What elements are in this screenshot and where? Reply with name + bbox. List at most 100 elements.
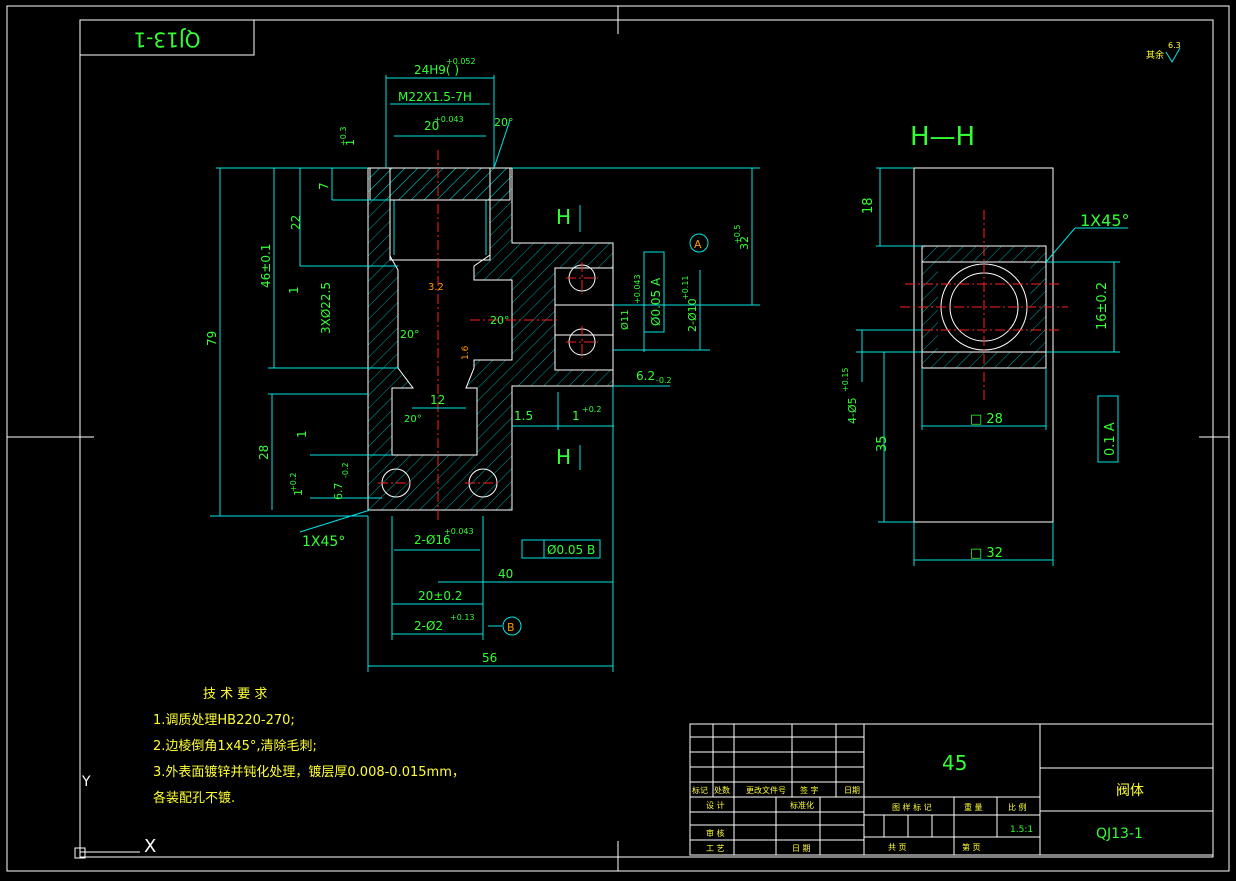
tb-lbl-ratio: 比 例	[1008, 802, 1027, 812]
tol-frame-a: Ø0.05 A	[649, 277, 663, 326]
dim-1-2-tol: +0.2	[289, 473, 298, 492]
dim-20deg-b: 20°	[490, 314, 510, 327]
ucs-y: Y	[81, 774, 91, 790]
dim-22: 22	[289, 215, 303, 230]
dim-1b: 1	[287, 286, 301, 294]
sec-dim-sq28: □ 28	[970, 412, 1003, 427]
tech-item-2: 2.边棱倒角1x45°,清除毛刺;	[153, 738, 317, 754]
tb-lbl-date2: 日 期	[792, 844, 811, 853]
tb-lbl-review: 审 核	[706, 828, 725, 838]
datum-b: B	[507, 621, 515, 634]
dim-1-3: 1	[572, 409, 580, 423]
dim-2phi10: 2-Ø10	[686, 298, 699, 332]
tb-lbl-process: 工 艺	[706, 844, 725, 853]
tolerance-frames	[502, 233, 1119, 636]
title-block: 45 阀体 QJ13-1 1.5:1 标记 处数 更改文件号 签 字 日期 设 …	[689, 723, 1214, 856]
dim-1x45: 1X45°	[302, 534, 345, 550]
section-title: H—H	[910, 122, 975, 152]
dim-20: 20	[424, 119, 439, 133]
tech-item-3: 3.外表面镀锌并钝化处理，镀层厚0.008-0.015mm，	[153, 764, 465, 780]
dim-20-02: 20±0.2	[418, 589, 462, 603]
dim-2phi10-tol: +0.11	[681, 275, 690, 300]
sec-tol-flat: 0.1 A	[1103, 422, 1118, 456]
section-texts: 18 1X45° 16±0.2 4-Ø5 +0.15 35 □ 28 □ 32 …	[841, 197, 1130, 561]
dim-28: 28	[257, 445, 271, 460]
dim-12: 12	[430, 393, 445, 407]
dim-40: 40	[498, 567, 513, 581]
dim-1-top: 1	[344, 139, 357, 146]
tb-lbl-design: 设 计	[706, 800, 725, 810]
roughness-value: 6.3	[1168, 41, 1181, 50]
front-view	[367, 150, 614, 520]
ra-32: 3.2	[428, 282, 444, 293]
roughness-symbol	[1165, 47, 1181, 63]
dim-1c: 1	[295, 430, 309, 438]
front-texts: 24H9( ) +0.052 M22X1.5-7H 20 +0.043 20° …	[205, 57, 751, 665]
dim-1-5: 1.5	[514, 409, 533, 423]
dim-67: 6.7	[332, 483, 345, 501]
dim-phi11-tol: +0.043	[633, 274, 642, 304]
sec-dim-1x45: 1X45°	[1080, 211, 1130, 230]
tb-lbl-total: 共 页	[888, 843, 907, 852]
dim-thread: M22X1.5-7H	[398, 90, 472, 104]
tb-scale: 1.5:1	[1010, 825, 1033, 835]
tech-requirements: 技 术 要 求 1.调质处理HB220-270; 2.边棱倒角1x45°,清除毛…	[153, 687, 465, 806]
tb-lbl-page: 第 页	[962, 842, 981, 852]
dim-62: 6.2	[636, 369, 655, 383]
section-dim-lines	[856, 167, 1128, 566]
ra-16: 1.6	[461, 345, 471, 360]
dim-7: 7	[317, 182, 331, 190]
tech-item-1: 1.调质处理HB220-270;	[153, 713, 295, 728]
dim-2phi2: 2-Ø2	[414, 619, 443, 633]
dim-67-tol: -0.2	[341, 462, 350, 478]
dim-1-2: 1	[292, 489, 305, 496]
inner-frame	[79, 19, 1214, 858]
dim-20-tol: +0.043	[434, 115, 464, 124]
dim-79: 79	[205, 331, 219, 346]
datum-a: A	[694, 238, 702, 251]
tb-material: 45	[942, 751, 967, 775]
dim-2phi16: 2-Ø16	[414, 533, 451, 547]
dim-1-3-tol: +0.2	[582, 405, 601, 414]
tb-part-name: 阀体	[1116, 783, 1144, 799]
ucs-icon: Y X	[74, 774, 156, 859]
section-view: H—H	[900, 122, 1068, 523]
dim-2phi16-tol: +0.043	[444, 527, 474, 536]
dim-24h9-tol: +0.052	[446, 57, 476, 66]
tol-frame-b: Ø0.05 B	[547, 543, 595, 557]
tb-lbl-weight: 重 量	[964, 802, 983, 812]
section-mark-bottom: H	[556, 445, 571, 469]
tb-lbl-stage: 图 样 标 记	[892, 802, 932, 812]
dim-62-tol: -0.2	[656, 376, 672, 385]
dim-32: 32	[738, 236, 751, 250]
tb-lbl-date: 日期	[844, 786, 860, 795]
tb-lbl-sign: 签 字	[800, 785, 819, 795]
roughness-prefix: 其余	[1146, 49, 1164, 61]
center-marks	[7, 6, 1229, 871]
tb-code: QJ13-1	[1096, 826, 1143, 842]
ucs-x: X	[144, 836, 156, 857]
dim-20deg-c: 20°	[404, 414, 422, 425]
dim-32-tol: +0.5	[733, 225, 742, 244]
sec-dim-18: 18	[861, 197, 876, 214]
tb-lbl-count: 处数	[714, 785, 730, 795]
sec-dim-sq32: □ 32	[970, 546, 1003, 561]
tb-lbl-std: 标准化	[790, 800, 814, 810]
dim-2phi2-tol: +0.13	[450, 613, 475, 622]
sec-dim-4phi5-tol: +0.15	[841, 367, 850, 392]
dim-3x: 3XØ22.5	[319, 282, 333, 334]
tb-lbl-file: 更改文件号	[746, 785, 786, 795]
tech-title: 技 术 要 求	[203, 687, 267, 702]
sec-dim-16: 16±0.2	[1095, 282, 1110, 330]
code-box	[79, 19, 255, 56]
front-dim-lines	[210, 75, 760, 672]
dim-phi11: Ø11	[619, 309, 631, 330]
dim-24h9: 24H9( )	[414, 63, 459, 77]
tech-item-4: 各装配孔不镀.	[153, 790, 235, 806]
sec-dim-35: 35	[875, 435, 890, 452]
dim-56: 56	[482, 651, 497, 665]
mirrored-code: QJ13-1	[133, 28, 200, 52]
sec-dim-4phi5: 4-Ø5	[846, 397, 859, 424]
section-mark-top: H	[556, 205, 571, 229]
